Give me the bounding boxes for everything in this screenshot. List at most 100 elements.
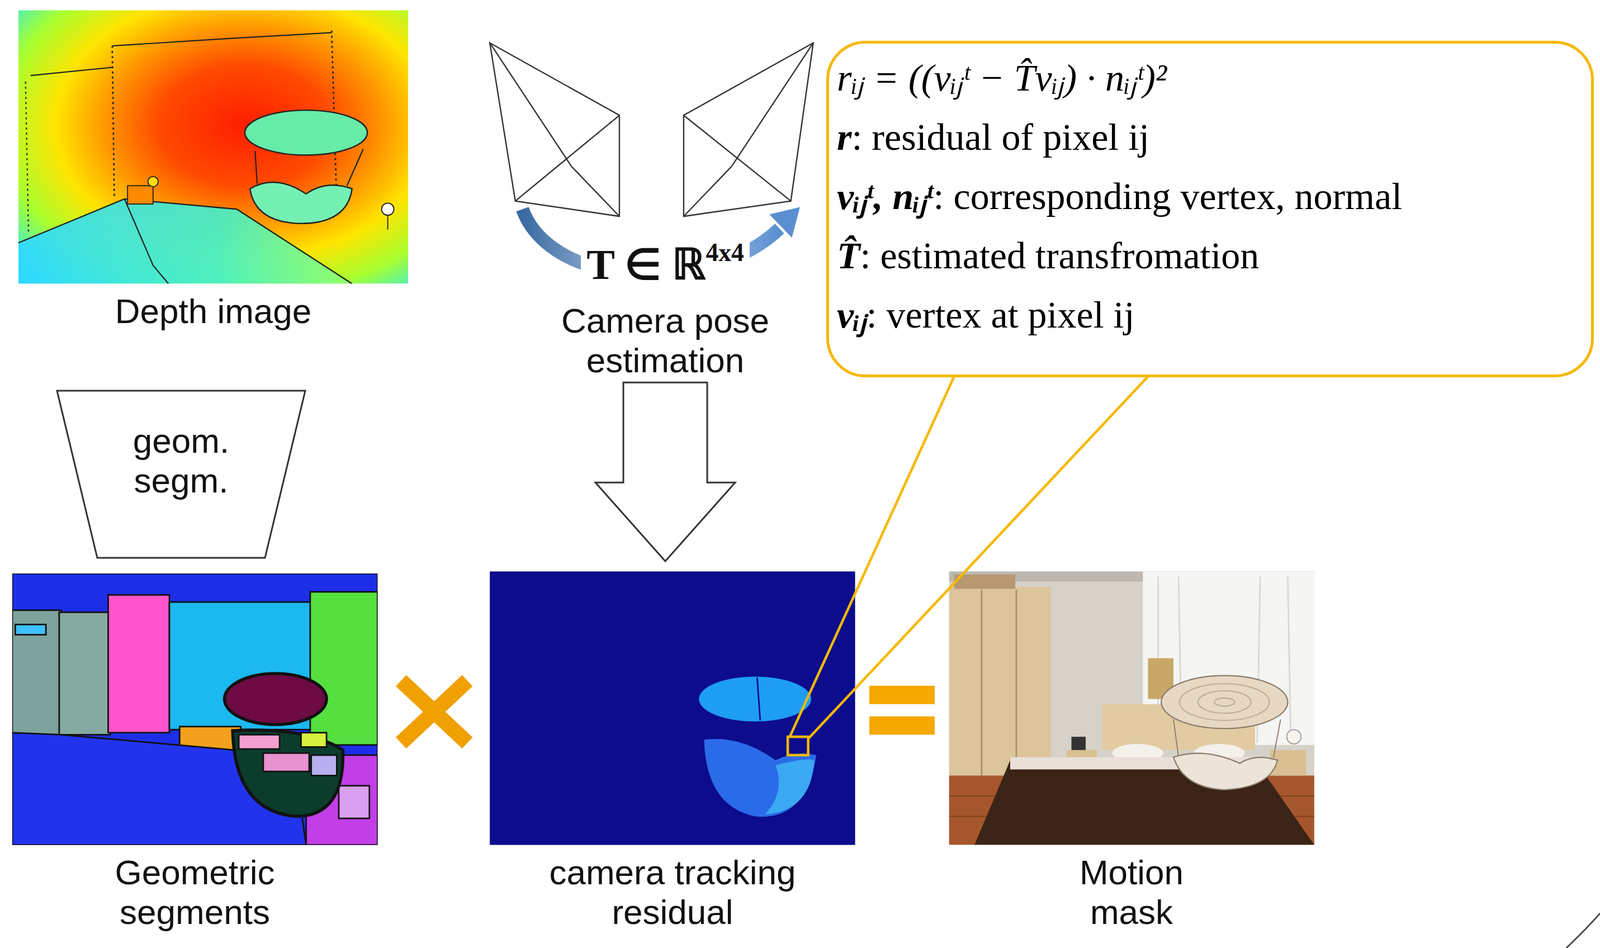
- callout-tail: [808, 376, 1149, 740]
- residual-image: [698, 676, 812, 722]
- motion-mask-image: [1273, 719, 1281, 758]
- pose-estimation: T ∈ ℝ4x4Camera pose estimation: [503, 241, 828, 381]
- callout-tail: [789, 376, 955, 737]
- depth-image: [387, 215, 389, 230]
- formula-text: rᵢⱼ = ((vᵢⱼᵗ − T̂vᵢⱼ) · nᵢⱼᵗ)²: [836, 48, 1167, 108]
- depth-image: [244, 110, 368, 155]
- transform-label: T ∈ ℝ4x4: [580, 241, 750, 289]
- segment-image: [59, 612, 111, 735]
- camera-frustum: [489, 43, 620, 217]
- motion-mask-image: [1214, 698, 1235, 707]
- segment-image: [15, 624, 46, 635]
- segment-image: [224, 673, 328, 725]
- segment-image: [232, 730, 343, 817]
- segment-image: [310, 592, 378, 746]
- segment-image: [300, 732, 327, 748]
- motion-mask-image: [1161, 675, 1288, 730]
- depth-image: [25, 81, 29, 235]
- text-run: T̂: [836, 234, 861, 277]
- camera-frustum: [683, 166, 732, 217]
- image-panel: camera tracking residual: [489, 571, 856, 933]
- equals-symbol: [869, 716, 935, 736]
- segment-image: [311, 755, 338, 776]
- text-run: vᵢⱼ: [836, 293, 867, 336]
- depth-image: [347, 149, 364, 187]
- motion-mask-image: [948, 571, 1314, 845]
- segment-image: [263, 753, 310, 772]
- motion-mask-image: [948, 571, 1314, 845]
- camera-frustum: [489, 43, 814, 217]
- depth-image: [249, 182, 353, 224]
- depth-image: [124, 199, 169, 284]
- pose-arrow: [522, 207, 800, 276]
- times-symbol: [400, 680, 468, 743]
- motion-mask-image: [1158, 576, 1291, 743]
- motion-mask-image: [1015, 589, 1018, 776]
- motion-mask-image: [1198, 690, 1252, 714]
- caption: Camera pose estimation: [542, 300, 789, 381]
- camera-frustum: [515, 115, 620, 201]
- caption: geom. segm.: [105, 420, 257, 501]
- depth-image: [381, 202, 395, 216]
- camera-frustum: [683, 43, 814, 217]
- camera-frustum: [731, 43, 814, 167]
- text-run: : residual of pixel ij: [851, 115, 1150, 159]
- text-run: 4x4: [705, 238, 744, 267]
- depth-image: [112, 45, 115, 200]
- text-run: : estimated transfromation: [860, 234, 1260, 277]
- callout-tail: [787, 376, 1148, 756]
- depth-image: [30, 67, 113, 76]
- caption: camera tracking residual: [516, 852, 830, 933]
- motion-mask-image: [954, 574, 1016, 590]
- depth-image: [18, 10, 409, 284]
- times-symbol: [400, 680, 468, 743]
- caption: Motion mask: [1042, 852, 1221, 933]
- caption: Depth image: [68, 291, 359, 331]
- residual-image: [489, 571, 855, 845]
- times-symbol: [400, 680, 468, 743]
- definition-text: vᵢⱼᵗ, nᵢⱼᵗ: corresponding vertex, normal: [836, 166, 1403, 226]
- motion-mask-image: [948, 587, 1052, 776]
- segment-image: [238, 734, 280, 750]
- text-run: r: [836, 115, 852, 159]
- caption: Geometric segments: [72, 852, 319, 933]
- segment-image: [12, 610, 62, 738]
- residual-image: [489, 571, 855, 845]
- equals-symbol: [869, 685, 935, 705]
- motion-mask-image: [1173, 719, 1179, 758]
- image-panel: Depth image: [18, 10, 409, 331]
- segment-image: [338, 786, 370, 819]
- depth-image: [18, 10, 409, 284]
- funnel-outline: [55, 389, 307, 560]
- camera-frustum: [489, 43, 572, 167]
- segment-image: [12, 573, 378, 846]
- definition-text: T̂: estimated transfromation: [836, 225, 1259, 286]
- residual-image: [756, 677, 760, 721]
- pose-arrow: [522, 209, 780, 275]
- definition-text: r: residual of pixel ij: [836, 107, 1150, 167]
- image-panel: Motion mask: [948, 571, 1315, 933]
- text-run: : corresponding vertex, normal: [933, 174, 1403, 218]
- residual-image: [703, 739, 817, 817]
- segmentation-funnel: geom. segm.: [55, 389, 307, 560]
- motion-mask-image: [1179, 683, 1270, 721]
- motion-mask-image: [1071, 736, 1087, 751]
- text-run: : vertex at pixel ij: [866, 293, 1135, 336]
- block-arrow: [595, 382, 736, 562]
- image-panel: Geometric segments: [12, 573, 378, 933]
- motion-mask-image: [1286, 729, 1302, 745]
- motion-mask-image: [1287, 576, 1291, 743]
- motion-mask-image: [981, 589, 983, 776]
- funnel-outline: [57, 390, 306, 558]
- motion-mask-image: [1173, 753, 1278, 790]
- page-curl: [1566, 913, 1600, 948]
- residual-image: [765, 759, 815, 815]
- depth-image: [148, 176, 159, 187]
- definition-text: vᵢⱼ: vertex at pixel ij: [836, 285, 1135, 345]
- depth-image: [112, 32, 332, 46]
- pose-arrow: [769, 207, 800, 239]
- callout-tail: [787, 736, 809, 756]
